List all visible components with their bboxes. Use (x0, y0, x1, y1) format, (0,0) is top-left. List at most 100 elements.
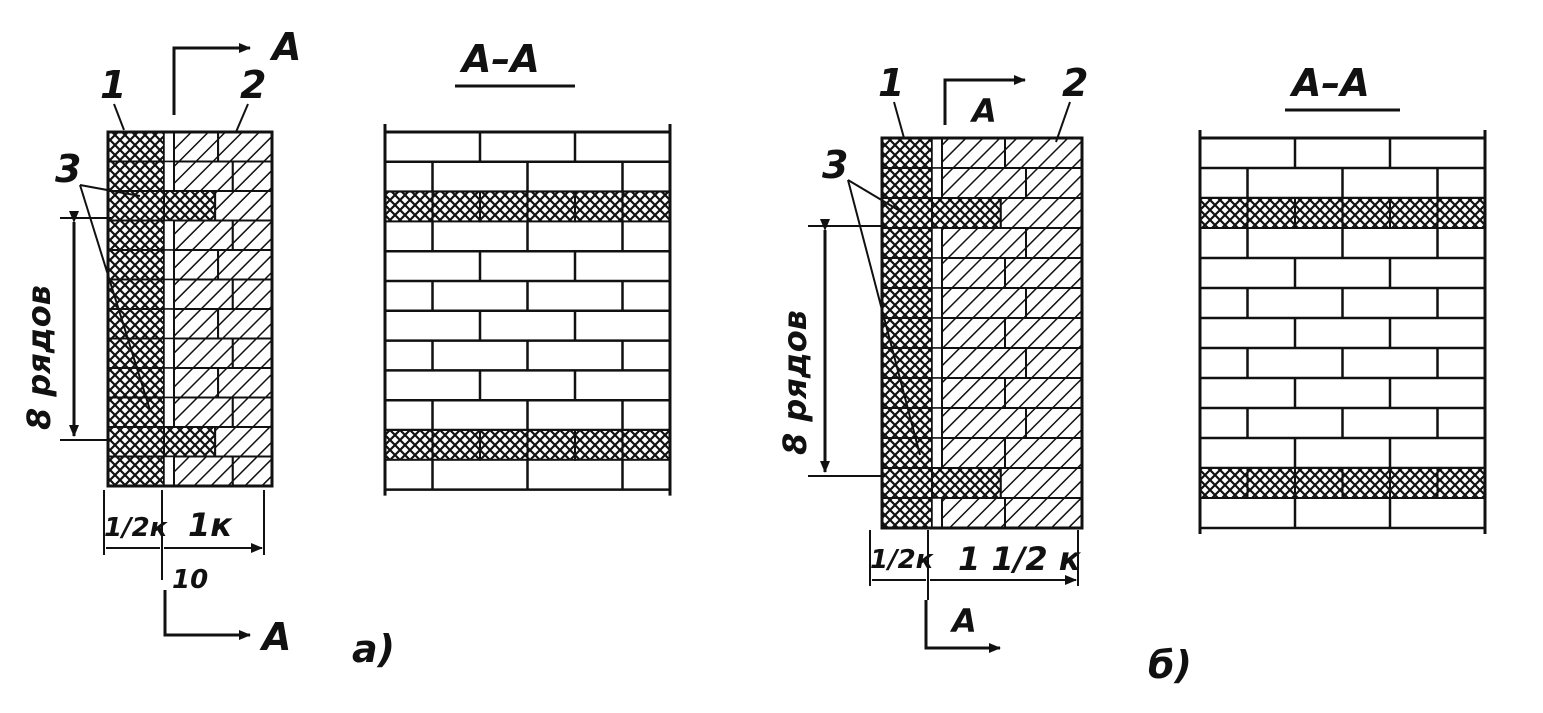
wall-brick (941, 497, 1006, 529)
section-mark-bottom-label: A (259, 615, 291, 659)
wall-brick (941, 377, 1006, 409)
wall-brick (1025, 167, 1083, 199)
figure-b-section-mark-top: А (943, 75, 1026, 130)
facing-brick (881, 317, 933, 349)
wall-brick (231, 455, 274, 487)
dim-one-half-brick: 1 1/2 к (958, 540, 1082, 578)
wall-brick (214, 190, 274, 222)
dim-half-brick: 1/2к (870, 545, 935, 575)
air-gap (163, 219, 175, 251)
rows-label: 8 рядов (776, 310, 814, 455)
caption-a: а) (352, 627, 395, 671)
wall-brick (173, 278, 234, 310)
tie-row-header (526, 429, 576, 461)
wall-outline (106, 130, 274, 488)
wall-brick (217, 367, 274, 399)
tie-row-header (526, 190, 576, 223)
facing-brick (881, 227, 933, 259)
air-gap (931, 317, 943, 349)
tie-brick (931, 197, 1002, 229)
air-gap (163, 308, 175, 340)
section-mark-top-label: A (269, 25, 301, 69)
tie-row-header (1246, 197, 1296, 229)
facing-brick (881, 437, 933, 469)
air-gap (931, 167, 943, 199)
facing-brick (881, 497, 933, 529)
tie-row-header (431, 429, 481, 461)
facing-brick (107, 219, 165, 251)
wall-brick (173, 367, 220, 399)
tie-row-header (1389, 467, 1439, 499)
air-gap (163, 160, 175, 192)
wall-brick (1004, 497, 1083, 529)
dim-half-brick: 1/2к (104, 513, 169, 543)
wall-brick (217, 249, 274, 281)
section-title-b: А–А (1289, 61, 1370, 105)
wall-brick (231, 396, 274, 428)
figure-b-wall-section: А А 1 2 3 8 рядов 1/2к 1 1/2 к б) (776, 61, 1192, 687)
tie-row-header (479, 190, 529, 223)
wall-brick (941, 407, 1027, 439)
facing-brick (881, 287, 933, 319)
tie-row-header (1199, 197, 1249, 229)
facing-brick (107, 367, 165, 399)
wall-brick (214, 426, 274, 458)
tie-row-header (1341, 197, 1391, 229)
tie-row-header (574, 429, 624, 461)
wall-brick (1004, 257, 1083, 289)
wall-brick (1004, 317, 1083, 349)
facing-brick (107, 396, 165, 428)
facing-brick (107, 160, 165, 192)
wall-brick (217, 131, 274, 163)
facing-brick (881, 197, 933, 229)
wall-brick (173, 160, 234, 192)
wall-brick (231, 278, 274, 310)
wall-brick (941, 167, 1027, 199)
section-mark-bottom-label: А (949, 602, 977, 640)
figure-a-elevation: А–А (383, 37, 672, 496)
wall-brick (999, 197, 1083, 229)
tie-brick (163, 426, 217, 458)
air-gap (931, 227, 943, 259)
figure-a-wall-section: A A 1 2 3 8 рядов 1/2к 1к 10 а) (20, 25, 395, 671)
wall-brick (173, 308, 220, 340)
callout-1: 1 (100, 63, 126, 107)
wall-brick (941, 437, 1006, 469)
wall-brick (1004, 137, 1083, 169)
wall-brick (941, 317, 1006, 349)
facing-brick (107, 249, 165, 281)
facing-brick (881, 407, 933, 439)
air-gap (931, 407, 943, 439)
dim-one-brick: 1к (188, 506, 233, 544)
wall-brick (941, 257, 1006, 289)
air-gap (163, 396, 175, 428)
air-gap (931, 437, 943, 469)
section-mark-top-label: А (969, 92, 997, 130)
wall-brick (1025, 227, 1083, 259)
callout-2: 2 (240, 63, 266, 107)
facing-brick (881, 347, 933, 379)
caption-b: б) (1148, 643, 1192, 687)
tie-row-header (1199, 467, 1249, 499)
section-title-a: А–А (459, 37, 540, 81)
wall-brick (941, 287, 1027, 319)
facing-brick (107, 131, 165, 163)
tie-row-header (1436, 467, 1486, 499)
wall-brick (173, 219, 234, 251)
wall-brick (173, 337, 234, 369)
wall-brick (1025, 407, 1083, 439)
wall-brick (1025, 347, 1083, 379)
tie-row-header (384, 190, 434, 223)
air-gap (163, 131, 175, 163)
tie-row-header (574, 190, 624, 223)
wall-brick (1004, 377, 1083, 409)
facing-brick (107, 455, 165, 487)
wall-brick (173, 396, 234, 428)
tie-row-header (384, 429, 434, 461)
tie-row-header (431, 190, 481, 223)
air-gap (931, 377, 943, 409)
facing-brick (881, 167, 933, 199)
air-gap (931, 287, 943, 319)
facing-brick (881, 467, 933, 499)
